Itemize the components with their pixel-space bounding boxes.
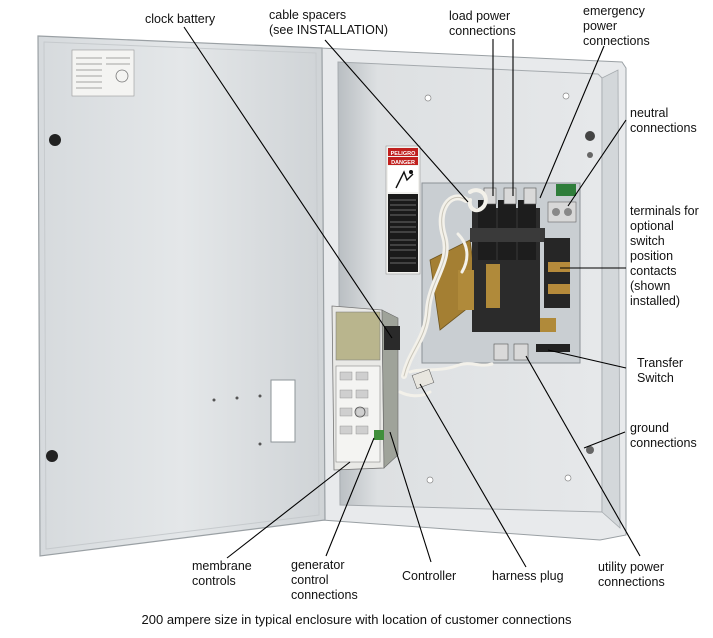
label-terminals: terminals for optional switch position c… [630,204,699,308]
harness-plug-connector [411,368,435,390]
label-load-power: load power connections [449,9,516,38]
danger-text: DANGER [391,160,415,166]
label-harness-plug: harness plug [492,569,564,583]
label-generator-control: generator control connections [291,558,358,602]
label-membrane-controls: membrane controls [192,559,252,588]
wiring-harness [398,188,494,398]
label-utility-power: utility power connections [598,560,665,589]
leader-lines [183,26,641,568]
label-clock-battery: clock battery [145,12,216,26]
door-rating-label [71,49,135,97]
label-cable-spacers: cable spacers (see INSTALLATION) [269,8,389,37]
controller-module [331,305,400,471]
label-neutral: neutral connections [630,106,697,135]
danger-placard: PELIGRO DANGER [385,145,421,275]
label-controller: Controller [402,569,457,583]
figure-caption: 200 ampere size in typical enclosure wit… [141,612,572,627]
peligro-text: PELIGRO [391,151,416,157]
label-transfer-switch: Transfer Switch [637,356,684,385]
label-ground: ground connections [630,421,697,450]
transfer-switch [421,182,581,364]
label-emergency-power: emergency power connections [583,4,650,48]
enclosure-door [37,35,326,557]
